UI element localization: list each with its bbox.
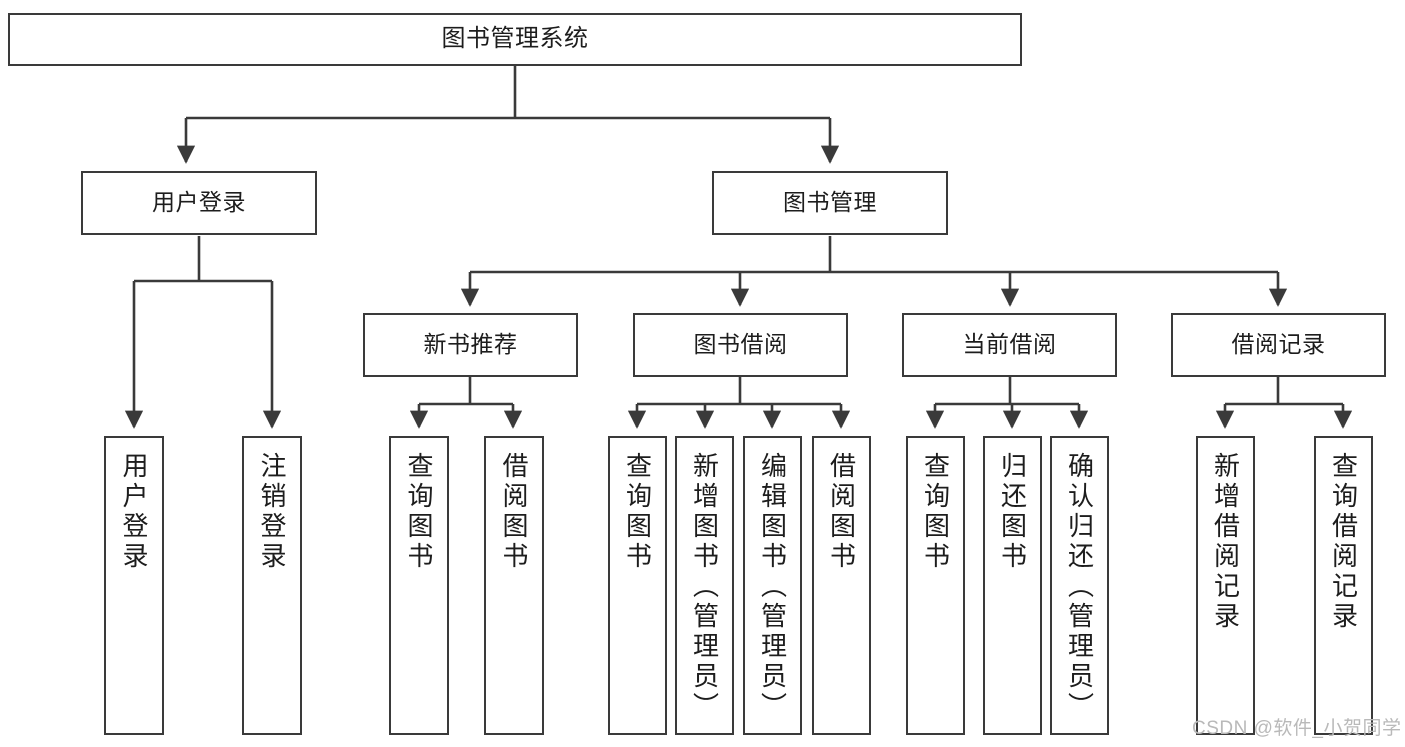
node-current-borrow[interactable]: 当前借阅	[902, 313, 1117, 377]
node-label: 查询图书	[404, 452, 434, 572]
node-label: 编辑图书（管理员）	[757, 452, 788, 722]
leaf-current-confirm-return-admin[interactable]: 确认归还（管理员）	[1050, 436, 1109, 735]
node-label: 图书管理系统	[441, 25, 589, 53]
leaf-borrow-borrow-book[interactable]: 借阅图书	[812, 436, 871, 735]
leaf-record-query-borrow-record[interactable]: 查询借阅记录	[1314, 436, 1373, 735]
node-label: 新书推荐	[423, 331, 518, 358]
leaf-borrow-add-book-admin[interactable]: 新增图书（管理员）	[675, 436, 734, 735]
node-book-management[interactable]: 图书管理	[712, 171, 948, 235]
node-label: 图书管理	[783, 189, 877, 216]
node-label: 查询图书	[920, 452, 951, 572]
leaf-borrow-edit-book-admin[interactable]: 编辑图书（管理员）	[743, 436, 802, 735]
node-root-system[interactable]: 图书管理系统	[8, 13, 1022, 66]
node-label: 新增借阅记录	[1210, 452, 1241, 632]
node-borrow-record[interactable]: 借阅记录	[1171, 313, 1386, 377]
leaf-recommend-borrow-book[interactable]: 借阅图书	[484, 436, 544, 735]
leaf-current-query-book[interactable]: 查询图书	[906, 436, 965, 735]
node-label: 用户登录	[152, 189, 246, 216]
node-user-login[interactable]: 用户登录	[81, 171, 317, 235]
leaf-current-return-book[interactable]: 归还图书	[983, 436, 1042, 735]
leaf-recommend-query-book[interactable]: 查询图书	[389, 436, 449, 735]
node-new-book-recommend[interactable]: 新书推荐	[363, 313, 578, 377]
leaf-borrow-query-book[interactable]: 查询图书	[608, 436, 667, 735]
node-label: 当前借阅	[962, 331, 1057, 358]
node-label: 借阅记录	[1231, 331, 1326, 358]
node-label: 查询图书	[622, 452, 653, 572]
node-label: 借阅图书	[826, 452, 857, 572]
node-label: 图书借阅	[693, 331, 788, 358]
leaf-user-logout[interactable]: 注销登录	[242, 436, 302, 735]
node-label: 确认归还（管理员）	[1064, 452, 1095, 722]
leaf-user-login[interactable]: 用户登录	[104, 436, 164, 735]
node-label: 新增图书（管理员）	[689, 452, 720, 722]
node-book-borrow[interactable]: 图书借阅	[633, 313, 848, 377]
leaf-record-add-borrow-record[interactable]: 新增借阅记录	[1196, 436, 1255, 735]
node-label: 借阅图书	[499, 452, 529, 572]
node-label: 查询借阅记录	[1328, 452, 1359, 632]
node-label: 注销登录	[257, 452, 287, 572]
node-label: 归还图书	[997, 452, 1028, 572]
node-label: 用户登录	[119, 452, 149, 572]
